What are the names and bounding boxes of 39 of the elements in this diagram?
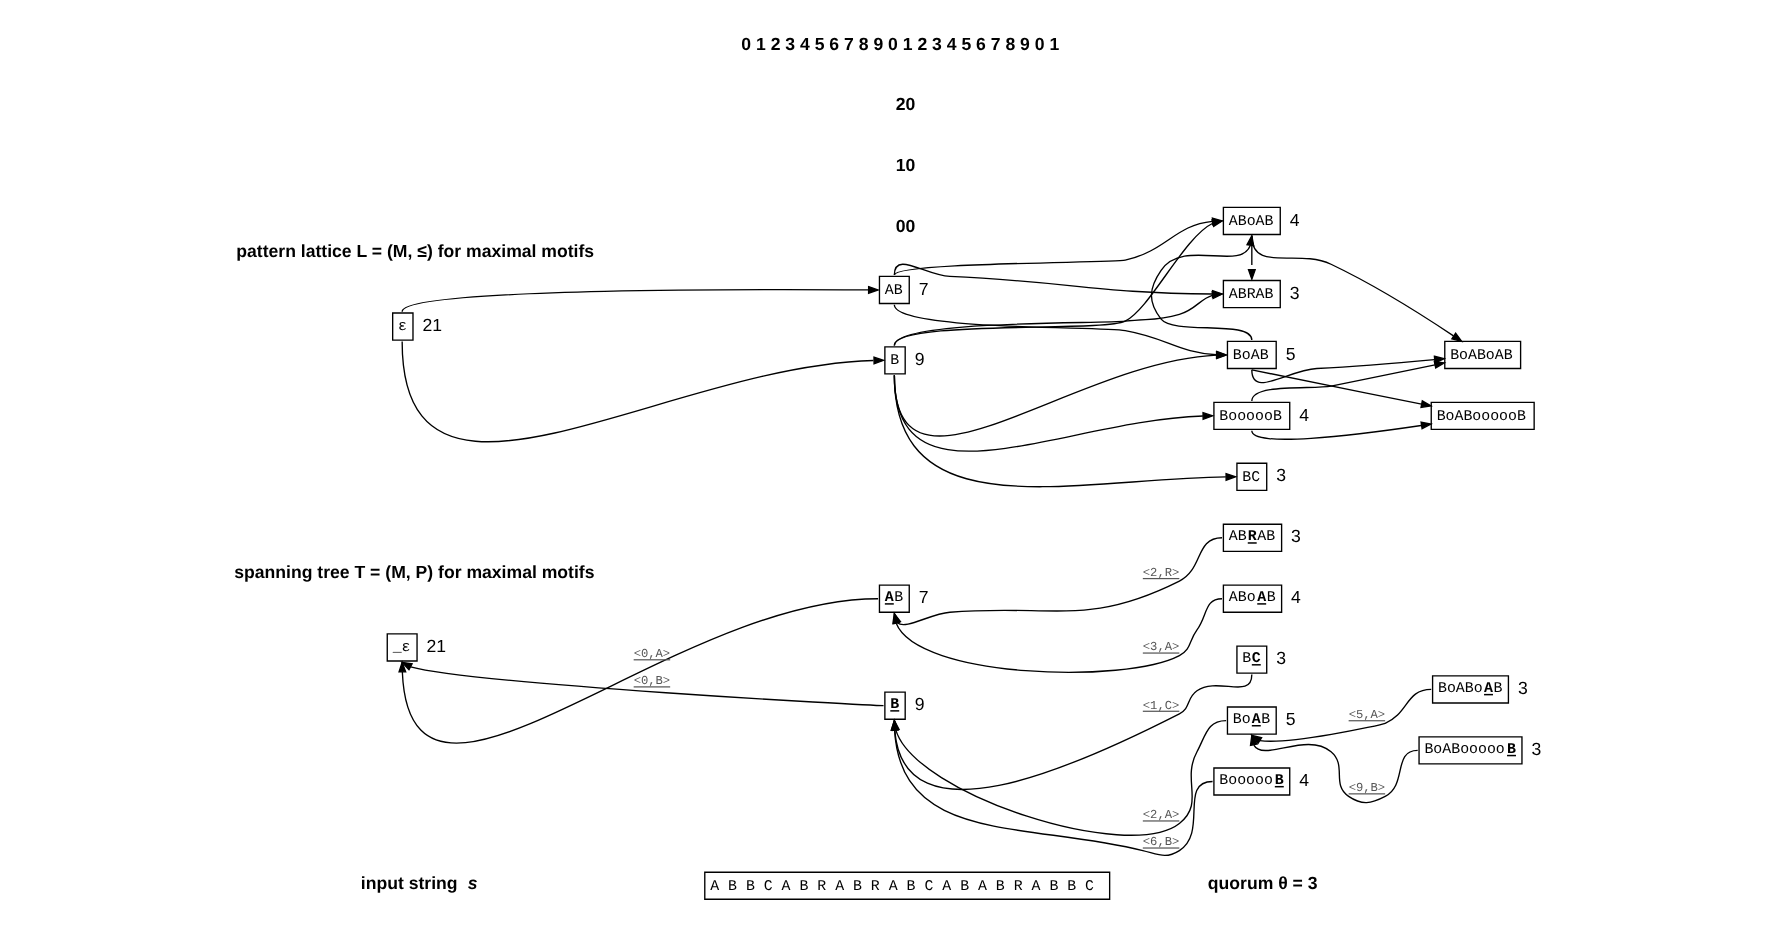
node-label: 3 — [1288, 282, 1299, 303]
node-label: 4 — [1298, 770, 1309, 791]
arrow — [1249, 688, 1431, 745]
label: 0 1 2 3 4 5 6 7 8 9 0 1 2 3 4 5 6 7 8 9 0 1 — [740, 33, 1059, 54]
arrow — [400, 340, 885, 443]
arrow — [1246, 235, 1256, 282]
node-label: 3 — [1275, 648, 1286, 669]
arrow — [1248, 733, 1418, 804]
node-label: 21 — [421, 315, 442, 336]
arrow — [1250, 360, 1446, 402]
arrow — [397, 598, 878, 744]
node-label: 21 — [425, 636, 446, 657]
arrow — [399, 661, 884, 707]
label: 00 — [894, 216, 915, 237]
node-label: 4 — [1290, 587, 1300, 608]
arrow — [400, 285, 880, 313]
node-label: 7 — [917, 278, 928, 299]
label: input string s — [359, 873, 477, 894]
arrow — [1250, 421, 1432, 440]
label: 10 — [894, 155, 915, 176]
node-label: 9 — [913, 694, 924, 715]
node-label: 5 — [1284, 709, 1295, 730]
arrow — [892, 374, 1237, 488]
node-label: 4 — [1298, 404, 1309, 425]
node-label: 7 — [917, 587, 928, 608]
label: 20 — [894, 94, 915, 115]
arrow — [1149, 233, 1254, 341]
node-label: 3 — [1516, 678, 1527, 699]
node-label: 5 — [1284, 343, 1295, 364]
node-label: 3 — [1290, 526, 1300, 547]
arrow — [1250, 369, 1432, 409]
node-label: 3 — [1275, 465, 1286, 486]
label: pattern lattice L = (M, ≤) for maximal motifs — [235, 240, 594, 261]
label: quorum θ = 3 — [1206, 873, 1317, 894]
node-label: 9 — [913, 348, 924, 369]
arrow — [892, 374, 1214, 452]
node-label: 4 — [1288, 209, 1299, 230]
node-label: 3 — [1530, 738, 1541, 759]
label: spanning tree T = (M, P) for maximal motifs — [233, 561, 594, 582]
